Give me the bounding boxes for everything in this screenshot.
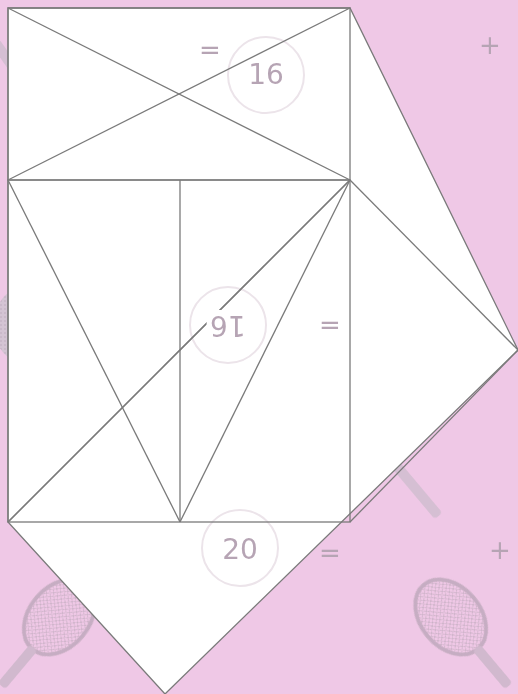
watermark-label: 16 xyxy=(245,60,287,90)
figure-lines xyxy=(8,8,518,694)
figure-fill xyxy=(8,8,518,694)
watermark-label: + xyxy=(476,31,504,59)
number-circle xyxy=(190,37,304,586)
watermark-label: = xyxy=(316,539,344,567)
watermark-label: 16 xyxy=(207,310,249,340)
watermark-label: = xyxy=(196,36,224,64)
watermark-label: 20 xyxy=(219,535,261,565)
watermark-label: = xyxy=(316,311,344,339)
watermark-label: + xyxy=(486,536,514,564)
